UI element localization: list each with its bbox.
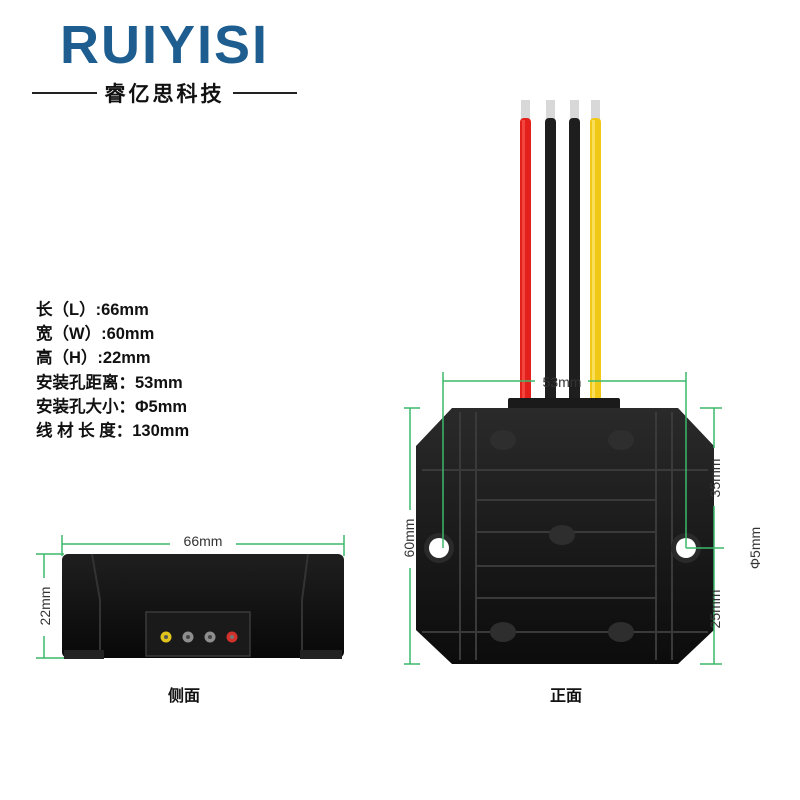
wire-red (520, 118, 531, 408)
mounting-hole-left (429, 538, 449, 558)
lower-distance-label: 25mm (707, 590, 723, 629)
logo-wordmark: RUIYISI (59, 15, 270, 75)
side-body (62, 554, 344, 658)
spec-wire-length: 线 材 长 度：130mm (36, 422, 190, 441)
logo-subtitle: 睿亿思科技 (104, 83, 225, 106)
spec-length: 长（L）:66mm (36, 301, 149, 319)
side-view: 66mm 22mm (36, 533, 345, 659)
side-height-label: 22mm (37, 587, 53, 626)
front-view-caption: 正面 (550, 688, 583, 705)
spec-hole-size: 安装孔大小：Φ5mm (36, 397, 188, 416)
brand-logo: RUIYISI 睿亿思科技 (32, 18, 297, 108)
spec-height: 高（H）:22mm (36, 349, 151, 368)
side-view-caption: 侧面 (168, 688, 201, 705)
side-width-label: 66mm (184, 533, 223, 549)
screw-bosses (490, 430, 634, 642)
side-foot-right (300, 650, 342, 659)
hole-distance-dimension (442, 372, 687, 548)
hole-size-label: Φ5mm (747, 527, 763, 569)
front-height-dimension (404, 407, 420, 665)
logo-rule-left (32, 92, 97, 94)
spec-hole-distance: 安装孔距离：53mm (36, 373, 183, 392)
front-height-label: 60mm (401, 519, 417, 558)
logo-rule-right (232, 92, 297, 94)
wire-bundle (520, 100, 601, 408)
wire-black-1 (545, 118, 556, 408)
upper-distance-label: 35mm (707, 459, 723, 498)
side-height-dimension (36, 553, 64, 659)
spec-list: 长（L）:66mm 宽（W）:60mm 高（H）:22mm 安装孔距离：53mm… (36, 298, 189, 443)
hole-position-dimension (686, 407, 724, 665)
side-foot-left (64, 650, 104, 659)
spec-width: 宽（W）:60mm (36, 325, 155, 344)
hole-distance-label: 53mm (543, 374, 582, 390)
side-width-dimension (61, 535, 345, 556)
wire-black-2 (569, 118, 580, 408)
wire-yellow (590, 118, 601, 408)
logo-subtitle-row: 睿亿思科技 (32, 78, 297, 108)
side-body-edges (91, 553, 309, 656)
front-view: 53mm 60mm 35mm 25mm Φ5mm (401, 100, 763, 665)
